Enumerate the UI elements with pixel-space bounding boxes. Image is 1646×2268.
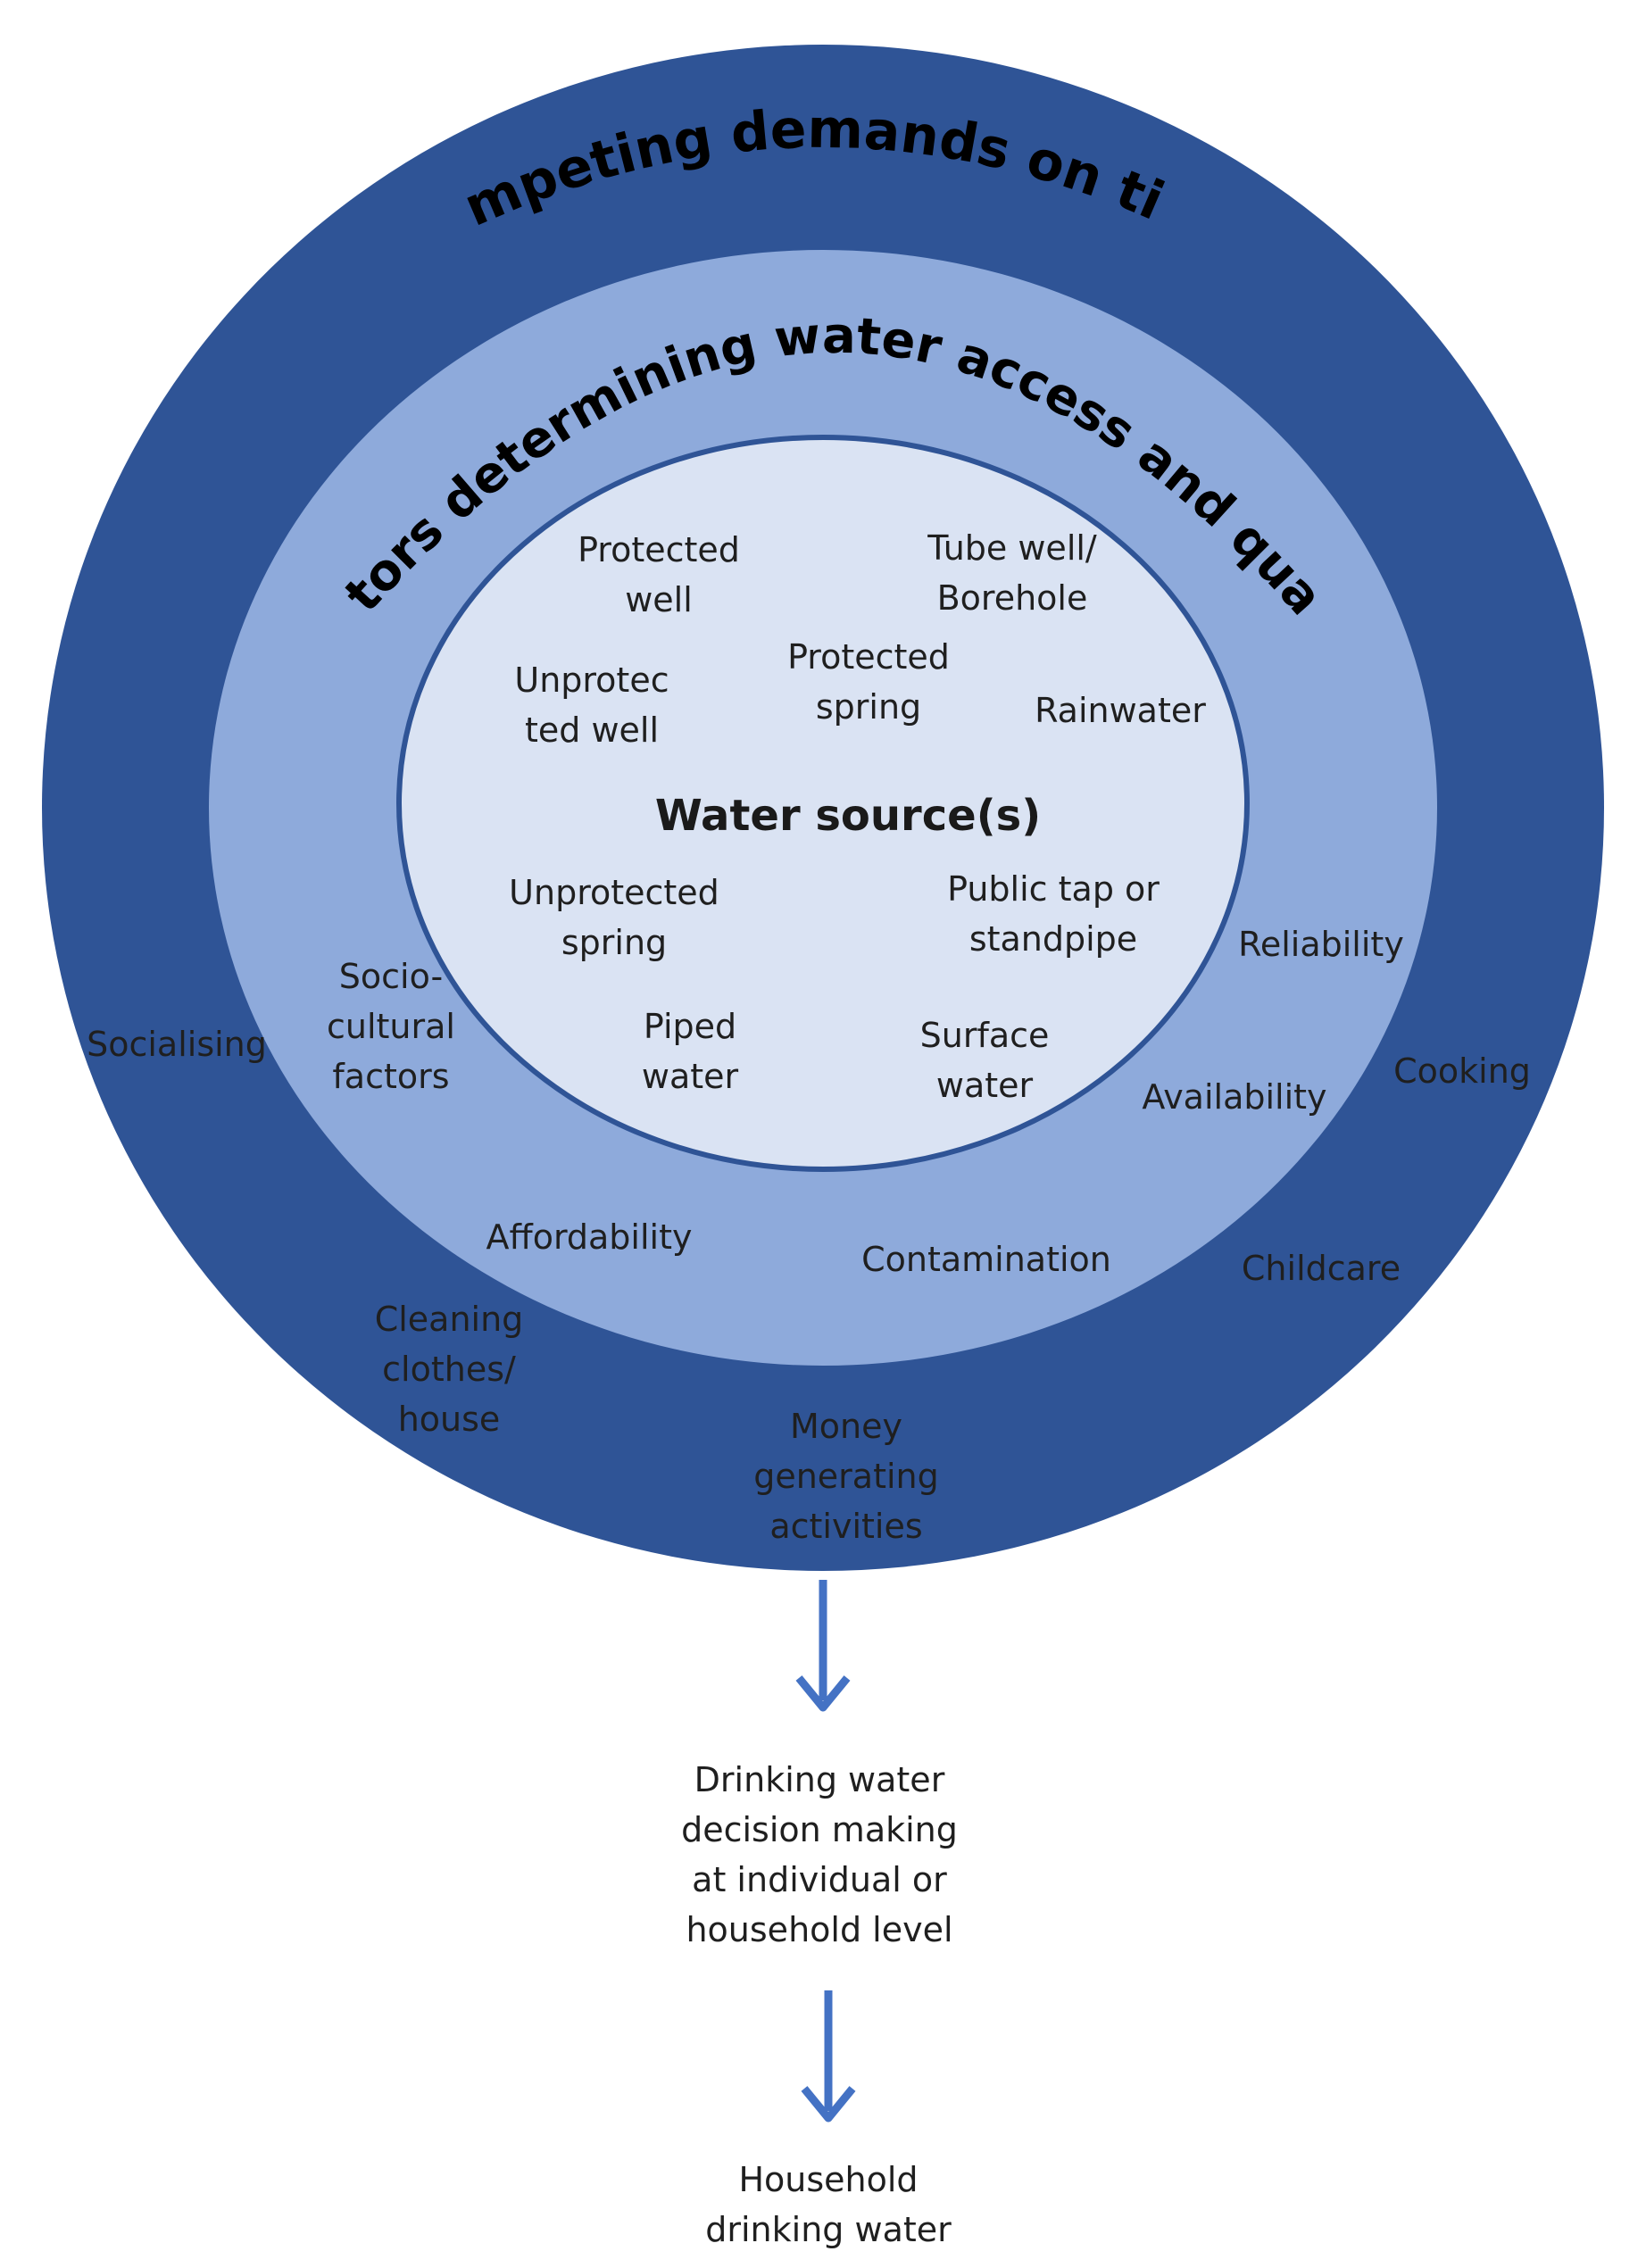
- label-line: Cleaning: [375, 1300, 524, 1339]
- middle-item-affordability: Affordability: [486, 1217, 693, 1257]
- label-line: Cooking: [1393, 1051, 1531, 1091]
- label-line: Socialising: [87, 1025, 267, 1064]
- source-piped-water: Piped water: [642, 1007, 739, 1096]
- label-line: Household: [738, 2160, 918, 2199]
- source-surface-water: Surface water: [920, 1016, 1050, 1105]
- source-protected-spring: Protected spring: [787, 637, 950, 727]
- arrow-to-household-head: [801, 2086, 856, 2123]
- label-line: cultural: [327, 1007, 455, 1046]
- label-line: Piped: [644, 1007, 736, 1046]
- source-unprotected-well: Unprotec ted well: [514, 660, 669, 750]
- middle-item-reliability: Reliability: [1238, 925, 1404, 964]
- source-tube-well-borehole: Tube well/Borehole: [927, 528, 1097, 618]
- label-line: Reliability: [1238, 925, 1404, 964]
- label-line: Drinking water: [694, 1760, 945, 1799]
- label-line: factors: [332, 1057, 449, 1096]
- middle-item-socio-cultural: Socio-cultural factors: [327, 957, 455, 1096]
- label-line: Rainwater: [1035, 691, 1206, 730]
- label-line: spring: [561, 923, 667, 962]
- outer-item-money-generating: Money generating activities: [753, 1407, 939, 1546]
- label-line: decision making: [681, 1810, 958, 1849]
- middle-item-contamination: Contamination: [861, 1240, 1111, 1279]
- label-line: Unprotec: [514, 660, 669, 700]
- label-line: generating: [753, 1457, 939, 1496]
- label-line: water: [936, 1066, 1034, 1105]
- label-line: house: [398, 1400, 501, 1439]
- outer-item-cooking: Cooking: [1393, 1051, 1531, 1091]
- label-line: Borehole: [937, 578, 1088, 618]
- label-line: Affordability: [486, 1217, 693, 1257]
- label-line: Tube well/: [927, 528, 1097, 568]
- label-line: Socio-: [339, 957, 444, 996]
- source-protected-well: Protected well: [578, 530, 740, 619]
- inner-circle: [396, 435, 1250, 1172]
- source-rainwater: Rainwater: [1035, 691, 1206, 730]
- label-line: spring: [816, 687, 921, 727]
- outer-item-cleaning: Cleaning clothes/house: [375, 1300, 524, 1439]
- label-line: household level: [686, 1910, 952, 1949]
- flow-decision-making: Drinking water decision making at individu…: [681, 1760, 958, 1949]
- outer-ring-items: Socialising Cooking Childcare Cleaning cl…: [87, 1025, 1531, 1546]
- label-line: clothes/: [382, 1350, 516, 1389]
- inner-circle-title: Water source(s): [655, 791, 1041, 841]
- middle-ring-items: Socio-cultural factors Reliability Availa…: [327, 925, 1404, 1279]
- label-line: standpipe: [969, 919, 1137, 959]
- label-line: well: [625, 580, 693, 619]
- label-line: Protected: [578, 530, 740, 569]
- middle-item-availability: Availability: [1142, 1077, 1326, 1117]
- source-public-tap-standpipe: Public tap or standpipe: [947, 869, 1160, 959]
- label-line: Money: [790, 1407, 902, 1446]
- label-line: water: [642, 1057, 739, 1096]
- label-line: Availability: [1142, 1077, 1326, 1117]
- label-line: Contamination: [861, 1240, 1111, 1279]
- inner-circle-items: Protected well Tube well/Borehole Unprote…: [509, 528, 1206, 1105]
- label-line: Public tap or: [947, 869, 1160, 909]
- outer-item-childcare: Childcare: [1242, 1249, 1401, 1288]
- source-unprotected-spring: Unprotected spring: [509, 873, 719, 962]
- label-line: activities: [769, 1507, 922, 1546]
- label-line: Surface: [920, 1016, 1050, 1055]
- outer-item-socialising: Socialising: [87, 1025, 267, 1064]
- flow-labels: Drinking water decision making at individu…: [681, 1760, 958, 2249]
- arrow-to-decision-head: [795, 1675, 851, 1712]
- flow-household-drinking-water: Household drinking water: [705, 2160, 952, 2249]
- label-line: ted well: [525, 710, 659, 750]
- label-line: Protected: [787, 637, 950, 677]
- label-line: Unprotected: [509, 873, 719, 912]
- label-line: Childcare: [1242, 1249, 1401, 1288]
- label-line: at individual or: [692, 1860, 947, 1899]
- label-line: drinking water: [705, 2210, 952, 2249]
